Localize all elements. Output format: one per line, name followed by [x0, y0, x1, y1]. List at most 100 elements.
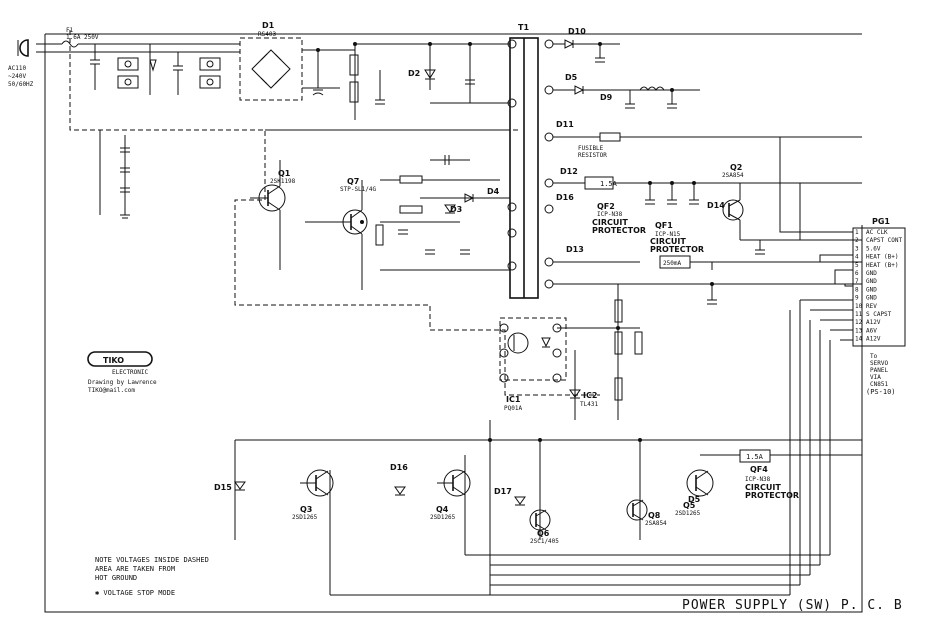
- connector-to2: SERVO: [870, 360, 888, 367]
- diode-d10: D10: [568, 27, 586, 36]
- transistor-q4: [437, 469, 471, 497]
- bridge-ref: D1: [262, 21, 275, 30]
- q1-part: 2SK1198: [270, 178, 296, 185]
- ic1-part: PQ01A: [504, 405, 522, 412]
- switch-q1: [250, 129, 510, 270]
- qf1-text2: PROTECTOR: [650, 245, 704, 254]
- lower-diodes: [234, 481, 526, 506]
- logo-caption1: Drawing by Lawrence: [88, 379, 157, 386]
- diode-d5: D5: [565, 73, 578, 82]
- snubber-network: [424, 44, 510, 104]
- bridge-spec: RS403: [258, 31, 276, 38]
- connector-pin-label: A12V: [866, 319, 881, 326]
- transistor-q6: [529, 509, 551, 531]
- regulator-ic2: [557, 284, 643, 420]
- board-title: POWER SUPPLY (SW) P. C. B: [682, 598, 903, 613]
- note-line1: NOTE VOLTAGES INSIDE DASHED: [95, 556, 209, 564]
- control-network: [375, 155, 510, 271]
- secondary-outputs: [553, 39, 862, 285]
- connector-pin-number: 4: [855, 254, 859, 261]
- logo-mark: TIKO: [103, 356, 124, 365]
- diode-d11: D11: [556, 120, 574, 129]
- connector-pin-number: 1: [855, 229, 859, 236]
- fuse-box-2-shape: [739, 449, 771, 463]
- diode-d15: D15: [214, 483, 232, 492]
- line-filter: [90, 44, 221, 95]
- ic1-ref: IC1: [506, 395, 521, 404]
- tiko-logo: TIKO: [87, 351, 153, 367]
- q6-part: 2SC1/405: [530, 538, 559, 545]
- bulk-section: [302, 43, 510, 120]
- transistor-q3: [300, 469, 334, 497]
- qf1-ref: QF1: [655, 221, 673, 230]
- ac-plug: [17, 39, 48, 57]
- ac-input-spec1: ~240V: [8, 73, 26, 80]
- diode-d17: D17: [494, 487, 512, 496]
- q3-part: 2SD1265: [292, 514, 318, 521]
- q1-ref: Q1: [278, 169, 291, 178]
- logo-sub: ELECTRONIC: [112, 369, 149, 376]
- qf4-text1: CIRCUIT: [745, 483, 781, 492]
- connector-pin-number: 10: [855, 303, 863, 310]
- qf2-ref: QF2: [597, 202, 615, 211]
- q6-ref: Q6: [537, 529, 550, 538]
- q8-part: 2SA854: [645, 520, 667, 527]
- connector-pg1: [852, 227, 906, 347]
- q3-ref: Q3: [300, 505, 312, 514]
- connector-pin-label: AC CLK: [866, 229, 888, 236]
- qf1-text1: CIRCUIT: [650, 237, 686, 246]
- junction-dots: [316, 42, 714, 442]
- q2-part: 2SA854: [722, 172, 744, 179]
- qf1-part: ICP-N15: [655, 231, 681, 238]
- diode-d9: D9: [600, 93, 613, 102]
- logo-caption2: TIKO@mail.com: [88, 387, 135, 394]
- fusible-text1: FUSIBLE: [578, 145, 604, 152]
- note-line4: ✱ VOLTAGE STOP MODE: [95, 589, 175, 597]
- qf2-text1: CIRCUIT: [592, 218, 628, 227]
- connector-pin-label: S CAPST: [866, 311, 892, 318]
- primary-filter-caps: [99, 130, 130, 219]
- fuse-spec: 1.6A 250V: [66, 34, 99, 41]
- protector-qf4: QF4 ICP-N38 CIRCUIT PROTECTOR: [745, 465, 799, 500]
- connector-pin-number: 2: [855, 237, 859, 244]
- diode-d16: D16: [556, 193, 574, 202]
- transformer-t1: [507, 37, 554, 299]
- q5-ref: Q5: [683, 501, 696, 510]
- qf2-part: ICP-N38: [597, 211, 623, 218]
- bridge-rectifier-d1: [239, 37, 303, 101]
- connector-pin-number: 11: [855, 311, 863, 318]
- connector-pin-label: GND: [866, 295, 877, 302]
- connector-pin-label: GND: [866, 270, 877, 277]
- ic2-part: TL431: [580, 401, 598, 408]
- fuse-f1: [48, 40, 240, 53]
- connector-to4: VIA: [870, 374, 881, 381]
- qf4-part: ICP-N38: [745, 476, 771, 483]
- connector-pin-label: GND: [866, 278, 877, 285]
- diode-d3: D3: [450, 205, 462, 214]
- note-line3: HOT GROUND: [95, 574, 137, 582]
- fuse-ref: F1: [66, 27, 74, 34]
- ic2-ref: IC2: [583, 391, 597, 400]
- protector-qf2: QF2 ICP-N38 CIRCUIT PROTECTOR: [592, 202, 646, 235]
- q2-ref: Q2: [730, 163, 742, 172]
- transistor-q5: [686, 469, 714, 497]
- connector-pin-number: 13: [855, 327, 863, 334]
- fuse-box-1: 1.5A: [600, 180, 618, 188]
- transistor-q8: [626, 499, 648, 521]
- q4-part: 2SD1265: [430, 514, 456, 521]
- connector-pin-label: REV: [866, 303, 877, 310]
- connector-pin-label: A12V: [866, 336, 881, 343]
- q7-ref: Q7: [347, 177, 359, 186]
- connector-wiring: [779, 137, 853, 595]
- connector-pin-number: 8: [855, 286, 859, 293]
- diode-d14: D14: [707, 201, 725, 210]
- note-line2: AREA ARE TAKEN FROM: [95, 565, 175, 573]
- connector-to5: CN851: [870, 381, 888, 388]
- qf2-text2: PROTECTOR: [592, 226, 646, 235]
- outer-frame: [44, 33, 863, 613]
- qf4-ref: QF4: [750, 465, 768, 474]
- q4-ref: Q4: [436, 505, 449, 514]
- connector-pin-number: 6: [855, 270, 859, 277]
